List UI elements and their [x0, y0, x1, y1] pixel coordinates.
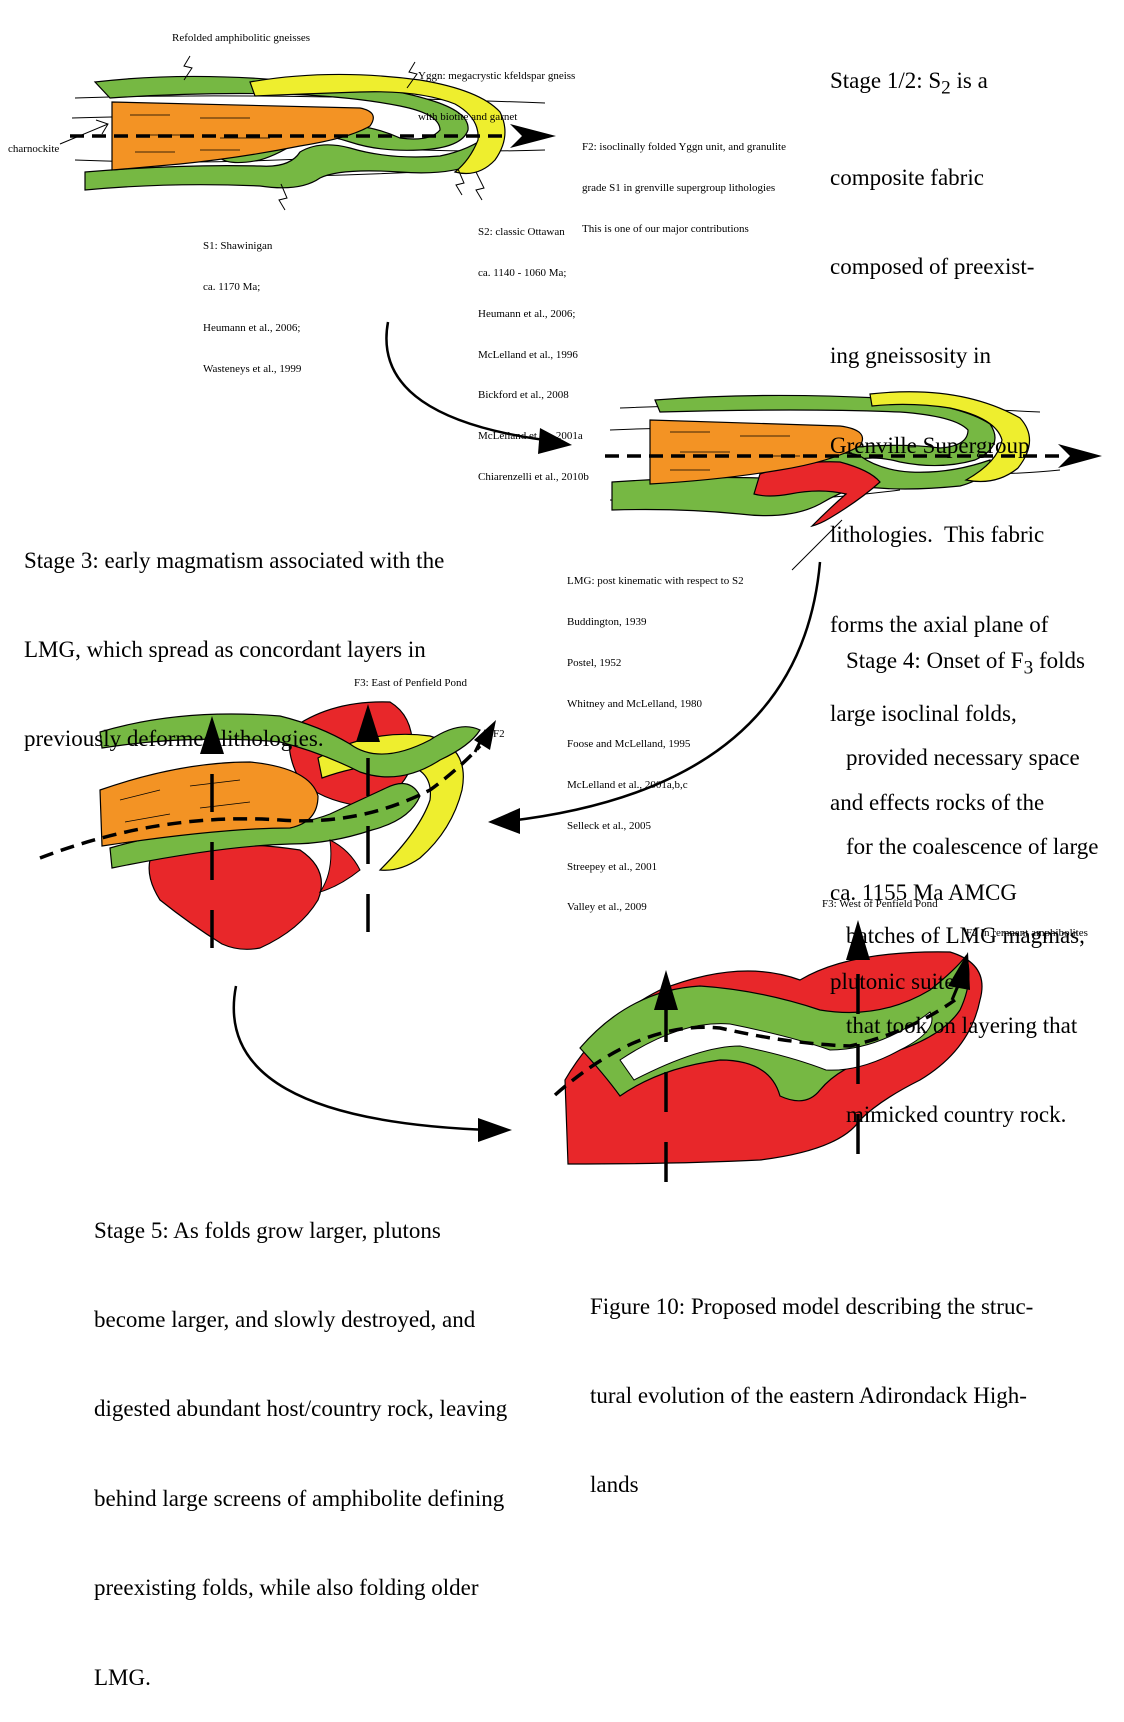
label-s1-shawinigan: S1: Shawinigan ca. 1170 Ma; Heumann et a… [203, 213, 301, 390]
stage12-line-2: composite fabric [830, 163, 1048, 193]
progression-arrowhead-2 [488, 808, 520, 834]
stage5-line-1: Stage 5: As folds grow larger, plutons [94, 1216, 507, 1246]
label-s2-line-5: Bickford et al., 2008 [478, 389, 589, 403]
label-lmg-line-9: Valley et al., 2009 [567, 901, 744, 915]
stage4-subscript: 3 [1024, 657, 1034, 678]
label-lmg-line-1: LMG: post kinematic with respect to S2 [567, 575, 744, 589]
label-f2-line-3: This is one of our major contributions [582, 223, 786, 237]
lmg-dike-4 [320, 840, 360, 892]
stage4-line-5: that took on layering that [846, 1011, 1098, 1041]
stage5-line-3: digested abundant host/country rock, lea… [94, 1394, 507, 1424]
progression-arrow-3 [234, 986, 490, 1130]
label-s1-line-4: Wasteneys et al., 1999 [203, 363, 301, 377]
stage3-description: Stage 3: early magmatism associated with… [24, 486, 444, 784]
stage3-line-1: Stage 3: early magmatism associated with… [24, 546, 444, 576]
label-yggn: Yggn: megacrystic kfeldspar gneiss with … [418, 43, 575, 138]
figure-caption: Figure 10: Proposed model describing the… [590, 1232, 1033, 1530]
label-f2-east: F2 [493, 728, 505, 742]
label-f2-remnant: F2 In remnant amphibolites [966, 927, 1088, 941]
stage5-line-5: preexisting folds, while also folding ol… [94, 1573, 507, 1603]
label-s2-line-3: Heumann et al., 2006; [478, 308, 589, 322]
stage4-line-2: provided necessary space [846, 743, 1098, 773]
lmg-pluton-4b [149, 845, 321, 949]
stage3-line-2: LMG, which spread as concordant layers i… [24, 635, 444, 665]
label-s2-line-7: Chiarenzelli et al., 2010b [478, 471, 589, 485]
stage5-line-2: become larger, and slowly destroyed, and [94, 1305, 507, 1335]
label-charnockite: charnockite [8, 143, 59, 157]
stage5-line-6: LMG. [94, 1663, 507, 1693]
stage12-line-6: lithologies. This fabric [830, 520, 1048, 550]
label-f2-line-1: F2: isoclinally folded Yggn unit, and gr… [582, 141, 786, 155]
label-lmg-line-5: Foose and McLelland, 1995 [567, 738, 744, 752]
label-s1-line-1: S1: Shawinigan [203, 240, 301, 254]
label-lmg-line-8: Streepey et al., 2001 [567, 861, 744, 875]
stage4-line-1-text: Stage 4: Onset of F [846, 648, 1024, 673]
label-lmg-line-7: Selleck et al., 2005 [567, 820, 744, 834]
label-lmg-line-6: McLelland et al., 2001a,b,c [567, 779, 744, 793]
label-lmg-line-2: Buddington, 1939 [567, 616, 744, 630]
stage4-line-1-tail: folds [1033, 648, 1085, 673]
stage4-description: Stage 4: Onset of F3 folds provided nece… [846, 586, 1098, 1160]
stage4-line-3: for the coalescence of large [846, 832, 1098, 862]
axial-arrowhead-2 [1058, 444, 1102, 468]
label-refolded-gneisses: Refolded amphibolitic gneisses [172, 32, 310, 46]
label-yggn-line-2: with biotite and garnet [418, 111, 575, 125]
stage12-line-3: composed of preexist- [830, 252, 1048, 282]
stage12-line-1: Stage 1/2: S2 is a [830, 66, 1048, 103]
caption-line-3: lands [590, 1470, 1033, 1500]
label-f2-contribution: F2: isoclinally folded Yggn unit, and gr… [582, 114, 786, 250]
label-s2-line-6: McLelland et al., 2001a [478, 430, 589, 444]
label-lmg-line-4: Whitney and McLelland, 1980 [567, 698, 744, 712]
label-f3-east: F3: East of Penfield Pond [354, 677, 467, 691]
stage3-line-3: previously deformed lithologies. [24, 724, 444, 754]
stage5-line-4: behind large screens of amphibolite defi… [94, 1484, 507, 1514]
stage4-line-6: mimicked country rock. [846, 1100, 1098, 1130]
label-s2-ottawan: S2: classic Ottawan ca. 1140 - 1060 Ma; … [478, 199, 589, 498]
caption-line-2: tural evolution of the eastern Adirondac… [590, 1381, 1033, 1411]
stage5-description: Stage 5: As folds grow larger, plutons b… [94, 1156, 507, 1722]
stage12-line-4: ing gneissosity in [830, 341, 1048, 371]
label-s2-line-1: S2: classic Ottawan [478, 226, 589, 240]
progression-arrowhead-3 [478, 1118, 512, 1142]
label-s2-line-4: McLelland et al., 1996 [478, 349, 589, 363]
label-lmg-line-3: Postel, 1952 [567, 657, 744, 671]
stage12-line-1-tail: is a [951, 68, 988, 93]
caption-line-1: Figure 10: Proposed model describing the… [590, 1292, 1033, 1322]
label-s1-line-3: Heumann et al., 2006; [203, 322, 301, 336]
label-f2-line-2: grade S1 in grenville supergroup litholo… [582, 182, 786, 196]
label-s2-line-2: ca. 1140 - 1060 Ma; [478, 267, 589, 281]
stage4-line-1: Stage 4: Onset of F3 folds [846, 646, 1098, 683]
label-yggn-line-1: Yggn: megacrystic kfeldspar gneiss [418, 70, 575, 84]
stage12-subscript: 2 [941, 77, 951, 98]
label-lmg-references: LMG: post kinematic with respect to S2 B… [567, 548, 744, 929]
stage12-line-1-text: Stage 1/2: S [830, 68, 941, 93]
stage12-line-5: Grenville Supergroup [830, 431, 1048, 461]
label-s1-line-2: ca. 1170 Ma; [203, 281, 301, 295]
label-f3-west: F3: West of Penfield Pond [822, 898, 938, 912]
